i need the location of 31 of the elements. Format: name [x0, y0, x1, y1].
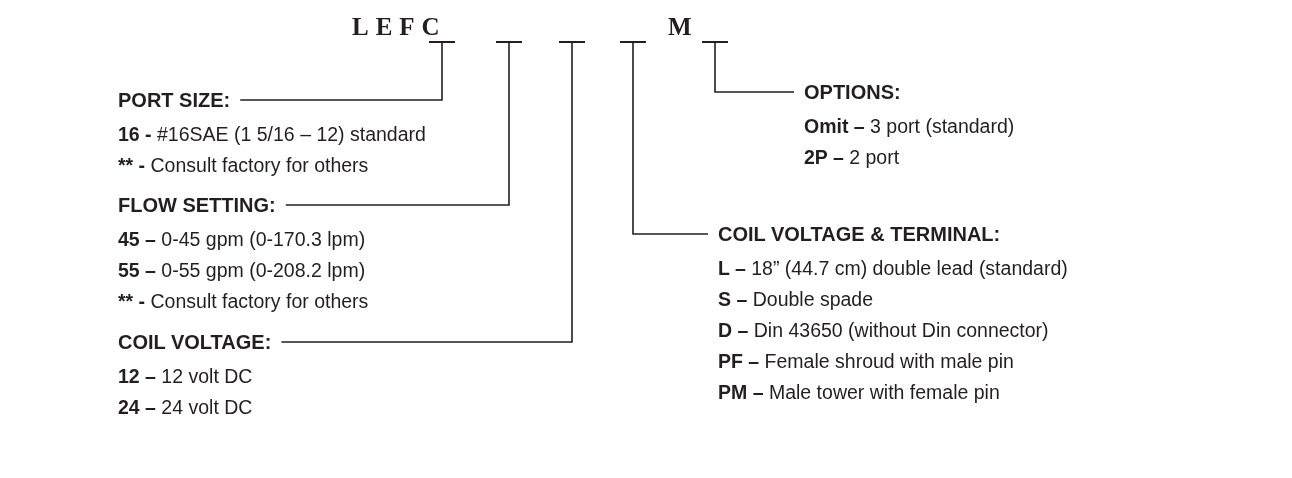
blank-line	[559, 41, 585, 43]
option-line: Omit – 3 port (standard)	[804, 114, 1015, 139]
option-line: ** - Consult factory for others	[118, 153, 370, 178]
option-line: 12 – 12 volt DC	[118, 364, 254, 389]
blank-line	[620, 41, 646, 43]
option-line: PM – Male tower with female pin	[718, 380, 1001, 405]
blank-line	[429, 41, 455, 43]
option-line: 16 - #16SAE (1 5/16 – 12) standard	[118, 122, 426, 147]
option-line: 2P – 2 port	[804, 145, 901, 170]
option-line: 45 – 0-45 gpm (0-170.3 lpm)	[118, 227, 367, 252]
option-line: 55 – 0-55 gpm (0-208.2 lpm)	[118, 258, 367, 283]
option-line: PF – Female shroud with male pin	[718, 349, 1015, 374]
section-heading: OPTIONS:	[804, 80, 901, 104]
leader-line	[714, 42, 795, 93]
option-line: ** - Consult factory for others	[118, 289, 369, 314]
section-heading: COIL VOLTAGE:	[118, 330, 272, 354]
option-line: L – 18” (44.7 cm) double lead (standard)	[718, 256, 1068, 281]
section-heading: FLOW SETTING:	[118, 193, 276, 217]
model-code: M	[668, 13, 699, 41]
leader-line	[632, 42, 709, 235]
section-heading: PORT SIZE:	[118, 88, 231, 112]
model-code: LEFC	[352, 13, 447, 41]
blank-line	[702, 41, 728, 43]
leader-line	[280, 42, 573, 343]
leader-line	[239, 42, 443, 101]
section-heading: COIL VOLTAGE & TERMINAL:	[718, 222, 1001, 246]
option-line: 24 – 24 volt DC	[118, 395, 254, 420]
option-line: S – Double spade	[718, 287, 875, 312]
leader-line	[284, 42, 510, 206]
option-line: D – Din 43650 (without Din connector)	[718, 318, 1050, 343]
blank-line	[496, 41, 522, 43]
